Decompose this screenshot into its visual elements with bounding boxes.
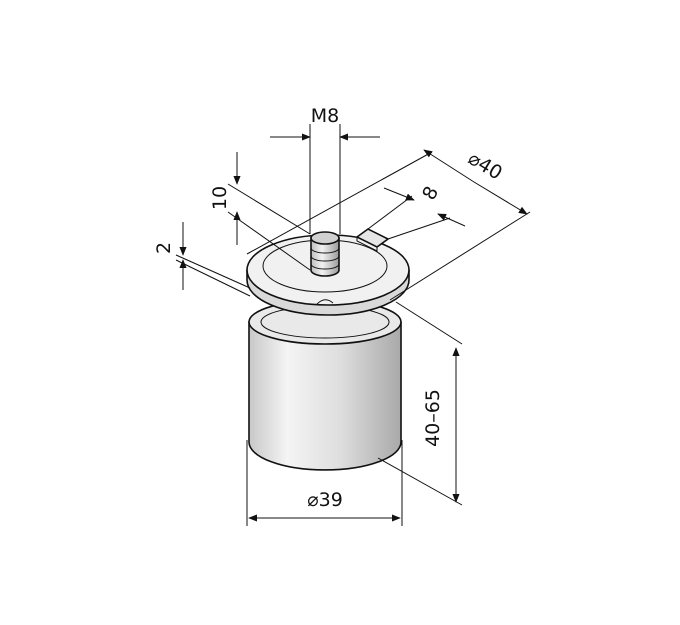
height-range-label: 40–65 <box>422 389 444 447</box>
stud-height-label: 10 <box>209 186 231 210</box>
threaded-stud <box>310 237 340 277</box>
stud-thread-1 <box>310 247 340 254</box>
stud-thread-2 <box>310 255 340 262</box>
dimension-thread: M8 <box>270 105 380 234</box>
flange-notch <box>316 299 334 305</box>
slot-key-side <box>356 237 378 252</box>
dimension-stud-height: 10 <box>209 152 311 271</box>
flange-diameter-label: ⌀40 <box>464 147 506 184</box>
dimension-flange-thickness: 2 <box>153 222 251 297</box>
leveling-foot-part <box>246 228 410 471</box>
cylinder-body <box>248 321 402 471</box>
dimension-slot-width: 8 <box>367 183 466 240</box>
dimension-body-diameter: ⌀39 <box>246 440 403 526</box>
dimension-height-range: 40–65 <box>377 301 463 506</box>
stud-thread-3 <box>310 263 340 270</box>
thread-label: M8 <box>311 105 339 127</box>
slot-width-label: 8 <box>418 183 443 204</box>
flange-thickness-label: 2 <box>153 242 175 254</box>
body-diameter-label: ⌀39 <box>307 489 343 511</box>
stud-top <box>310 231 340 245</box>
